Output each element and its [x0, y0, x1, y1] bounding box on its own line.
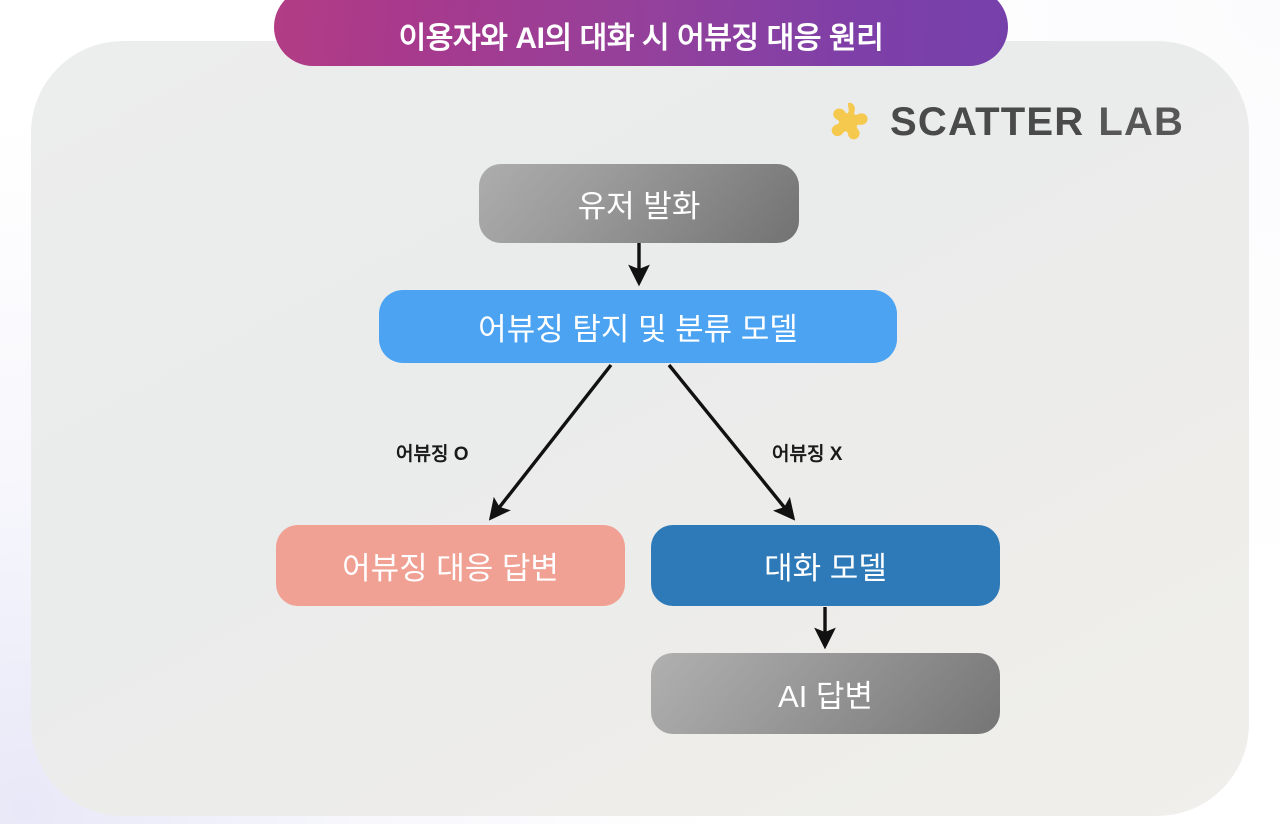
node-user-utterance[interactable]: 유저 발화	[479, 164, 799, 243]
page-title: 이용자와 AI의 대화 시 어뷰징 대응 원리	[398, 22, 884, 55]
brand-word-secondary: LAB	[1098, 100, 1185, 144]
node-detect-model-label: 어뷰징 탐지 및 분류 모델	[478, 312, 798, 347]
node-user-utterance-label: 유저 발화	[577, 189, 701, 224]
brand-logo: SCATTER LAB	[828, 100, 1184, 145]
node-detect-model[interactable]: 어뷰징 탐지 및 분류 모델	[379, 290, 897, 363]
edge-label-abuse-negative: 어뷰징 X	[772, 444, 843, 465]
title-banner: 이용자와 AI의 대화 시 어뷰징 대응 원리	[274, 0, 1008, 66]
splat-icon	[828, 101, 872, 145]
brand-word-primary: SCATTER	[890, 100, 1085, 144]
edge-label-abuse-positive: 어뷰징 O	[396, 444, 469, 465]
node-ai-response[interactable]: AI 답변	[651, 653, 1000, 734]
brand-wordmark: SCATTER LAB	[890, 100, 1184, 145]
content-card	[31, 41, 1249, 816]
node-dialog-model-label: 대화 모델	[764, 551, 887, 586]
node-abuse-response[interactable]: 어뷰징 대응 답변	[276, 525, 625, 606]
node-abuse-response-label: 어뷰징 대응 답변	[342, 551, 559, 586]
node-dialog-model[interactable]: 대화 모델	[651, 525, 1000, 606]
node-ai-response-label: AI 답변	[778, 679, 873, 714]
